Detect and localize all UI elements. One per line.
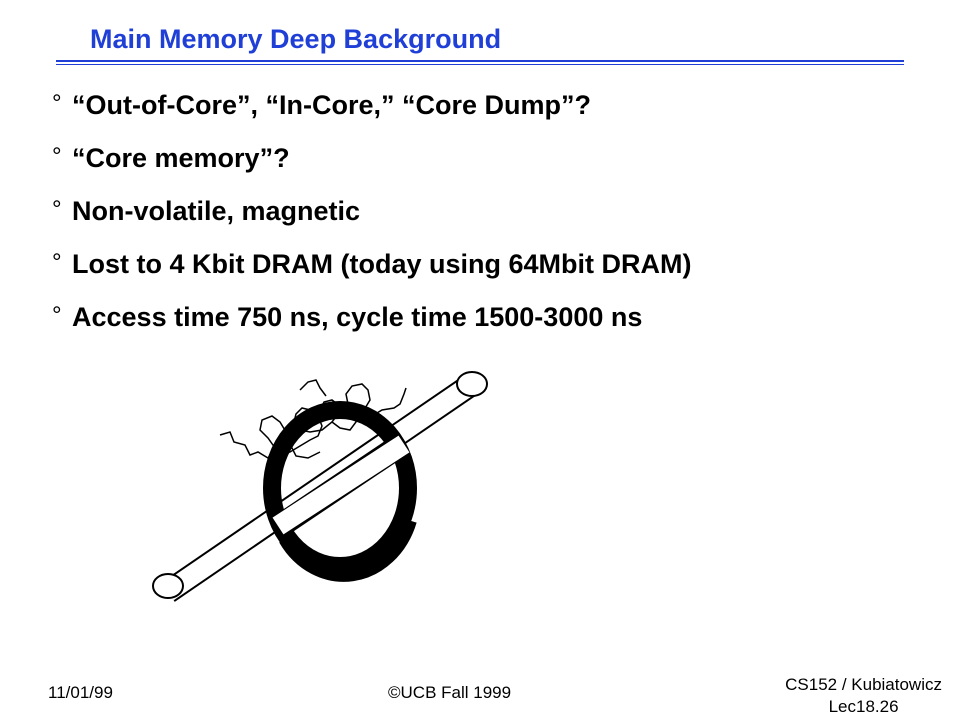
bullet-text: Access time 750 ns, cycle time 1500-3000… (72, 302, 643, 332)
bullet-marker: ° (52, 143, 62, 170)
bullet-list: ° “Out-of-Core”, “In-Core,” “Core Dump”?… (52, 90, 691, 355)
bullet-item: ° Access time 750 ns, cycle time 1500-30… (52, 302, 691, 355)
bullet-item: ° Non-volatile, magnetic (52, 196, 691, 249)
footer-date: 11/01/99 (48, 683, 113, 702)
bullet-marker: ° (52, 90, 62, 117)
title-underline (56, 60, 904, 65)
footer-course-info: CS152 / Kubiatowicz Lec18.26 (785, 674, 942, 718)
bullet-item: ° “Out-of-Core”, “In-Core,” “Core Dump”? (52, 90, 691, 143)
footer-copyright: ©UCB Fall 1999 (388, 683, 512, 702)
footer-course: CS152 / Kubiatowicz (785, 675, 942, 694)
footer-lecture: Lec18.26 (828, 697, 899, 716)
bullet-item: ° “Core memory”? (52, 143, 691, 196)
magnetic-core-ring-icon (152, 371, 488, 602)
bullet-text: Lost to 4 Kbit DRAM (today using 64Mbit … (72, 249, 692, 279)
bullet-text: “Core memory”? (72, 143, 290, 173)
slide-title: Main Memory Deep Background (90, 24, 502, 54)
bullet-text: Non-volatile, magnetic (72, 196, 361, 226)
bullet-marker: ° (52, 196, 62, 223)
bullet-marker: ° (52, 302, 62, 329)
bullet-item: ° Lost to 4 Kbit DRAM (today using 64Mbi… (52, 249, 691, 302)
bullet-text: “Out-of-Core”, “In-Core,” “Core Dump”? (72, 90, 591, 120)
bullet-marker: ° (52, 249, 62, 276)
